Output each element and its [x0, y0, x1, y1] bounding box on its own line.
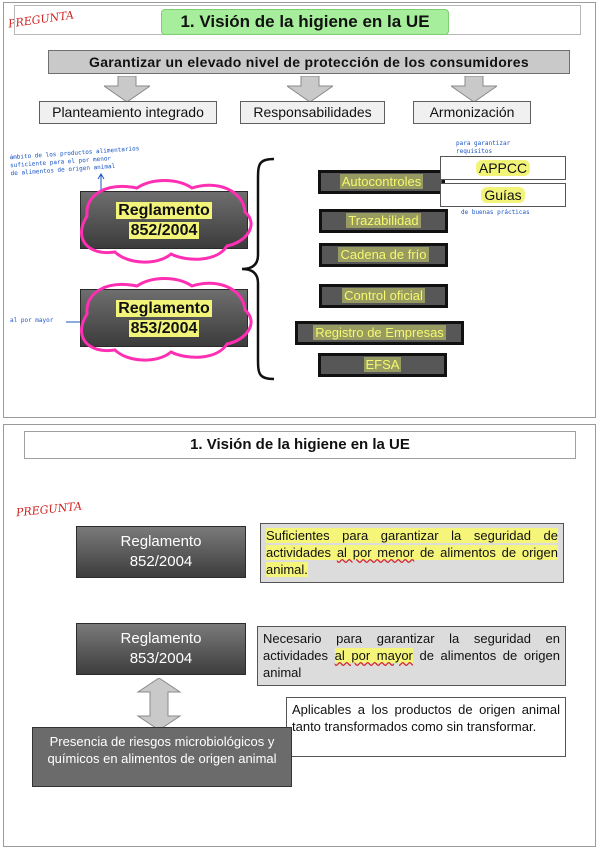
regulation-853-card: Reglamento 853/2004 — [76, 623, 246, 675]
chip-planteamiento: Planteamiento integrado — [39, 101, 217, 124]
handwritten-note-2: al por mayor — [10, 317, 54, 324]
slide-1: PREGUNTA 1. Visión de la higiene en la U… — [3, 2, 596, 418]
list-item-autocontroles: Autocontroles — [318, 170, 445, 194]
handwritten-note-guias: de buenas prácticas — [461, 209, 530, 216]
text-box-853: Necesario para garantizar la seguridad e… — [257, 626, 566, 686]
slide-title: 1. Visión de la higiene en la UE — [24, 431, 576, 459]
brace-icon — [241, 157, 275, 381]
side-box-appcc: APPCC — [440, 156, 566, 180]
chip-responsabilidades: Responsabilidades — [240, 101, 385, 124]
slide-title: 1. Visión de la higiene en la UE — [161, 9, 449, 35]
text-box-applicable: Aplicables a los productos de origen ani… — [286, 697, 566, 757]
chip-armonizacion: Armonización — [413, 101, 531, 124]
side-box-guias: Guías — [440, 183, 566, 207]
list-item-registro-empresas: Registro de Empresas — [295, 321, 464, 345]
risk-box: Presencia de riesgos microbiológicos y q… — [32, 727, 292, 787]
text-box-852: Suficientes para garantizar la seguridad… — [260, 523, 564, 583]
up-down-arrow-icon — [136, 678, 182, 730]
regulation-852-card: Reglamento 852/2004 — [76, 526, 246, 578]
annotation-arrow-icon — [97, 173, 105, 193]
down-arrow-icon — [104, 76, 150, 102]
handwritten-pregunta: PREGUNTA — [15, 499, 83, 520]
list-item-control-oficial: Control oficial — [319, 284, 448, 308]
down-arrow-icon — [451, 76, 497, 102]
handwritten-note-appcc: para garantizar requisitos — [456, 140, 511, 155]
banner-objective: Garantizar un elevado nivel de protecció… — [48, 50, 570, 74]
handwritten-note: ámbito de los productos alimentarios suf… — [9, 145, 140, 178]
list-item-efsa: EFSA — [318, 353, 447, 377]
list-item-cadena-frio: Cadena de frío — [319, 243, 448, 267]
down-arrow-icon — [287, 76, 333, 102]
list-item-trazabilidad: Trazabilidad — [319, 209, 448, 233]
regulation-852-card: Reglamento 852/2004 — [80, 179, 253, 264]
regulation-853-card: Reglamento 853/2004 — [80, 277, 253, 362]
slide-2: 1. Visión de la higiene en la UE PREGUNT… — [3, 424, 596, 847]
